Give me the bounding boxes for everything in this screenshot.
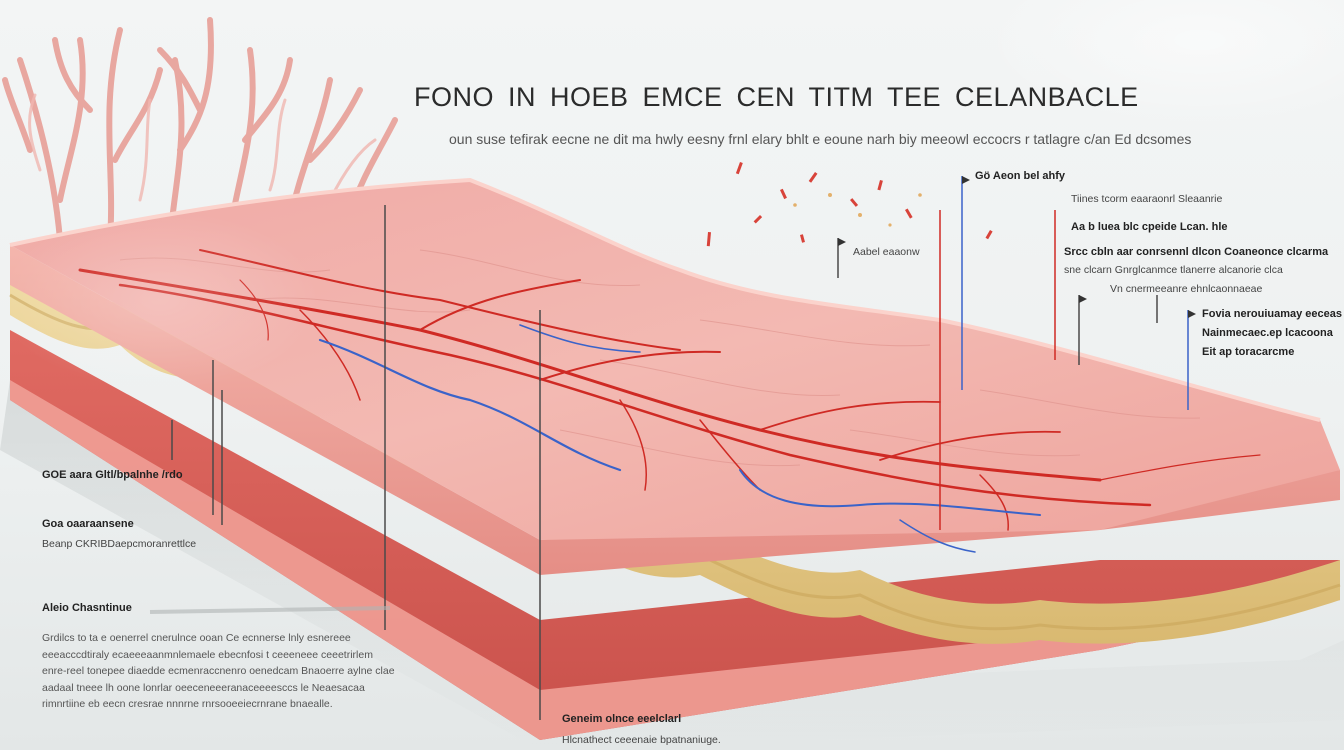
label-right-4: Aa b luea blc cpeide Lcan. hle (1071, 221, 1228, 233)
label-bottom-2: Hlcnathect ceeenaie bpatnaniuge. (562, 734, 721, 746)
paragraph-line: eeeacccdtiraly ecaeeeaanmnlemaele ebecnf… (42, 648, 373, 661)
paragraph-line: rimnrtiine eb eecn cresrae nnnrne rnrsoo… (42, 698, 333, 710)
label-right-2: Aabel eaaonw (853, 246, 920, 258)
veins (318, 324, 1041, 553)
label-right-9: Nainmecaec.ep lcacoona (1202, 327, 1333, 339)
paragraph-line: enre-reel tonepee diaedde ecmenraccnenro… (42, 665, 395, 677)
label-right-10: Eit ap toracarcme (1202, 346, 1295, 358)
label-left-1: GOE aara Gltl/bpalnhe /rdo (42, 469, 183, 481)
label-right-8: Fovia nerouiuamay eeceas (1202, 308, 1343, 320)
label-left-4: Aleio Chasntinue (42, 602, 132, 614)
paragraph-left: Grdilcs to ta e oenerrel cnerulnce ooan … (42, 630, 395, 713)
paragraph-line: Grdilcs to ta e oenerrel cnerulnce ooan … (42, 632, 351, 644)
label-right-6: sne clcarn Gnrglcanmce tlanerre alcanori… (1064, 264, 1283, 276)
label-right-3: Tiines tcorm eaaraonrl Sleaanrie (1071, 193, 1223, 205)
diagram-title: FONO IN HOEB EMCE CEN TITM TEE CELANBACL… (414, 82, 1139, 112)
diagram-subtitle: oun suse tefirak eecne ne dit ma hwly ee… (449, 131, 1192, 147)
label-right-7: Vn cnermeeanre ehnlcaonnaeae (1110, 283, 1263, 295)
subcutaneous-fat-layer (10, 270, 1340, 644)
callout-lines (171, 205, 1158, 720)
paragraph-line: aadaal tneee lh oone lonrlar oeeceneeera… (42, 681, 365, 694)
floating-particles (706, 162, 993, 247)
label-right-1: Gö Aeon bel ahfy (975, 170, 1066, 182)
label-right-5: Srcc cbln aar conrsennl dlcon Coaneonce … (1064, 246, 1329, 258)
label-bottom-1: Geneim olnce eeelclarl (562, 713, 682, 725)
label-left-3: Beanp CKRIBDaepcmoranrettlce (42, 538, 197, 550)
label-left-2: Goa oaaraansene (42, 518, 134, 530)
dermis-front (10, 245, 1340, 575)
hair-follicle-branches (2, 17, 398, 243)
epidermis-surface (10, 180, 1340, 540)
